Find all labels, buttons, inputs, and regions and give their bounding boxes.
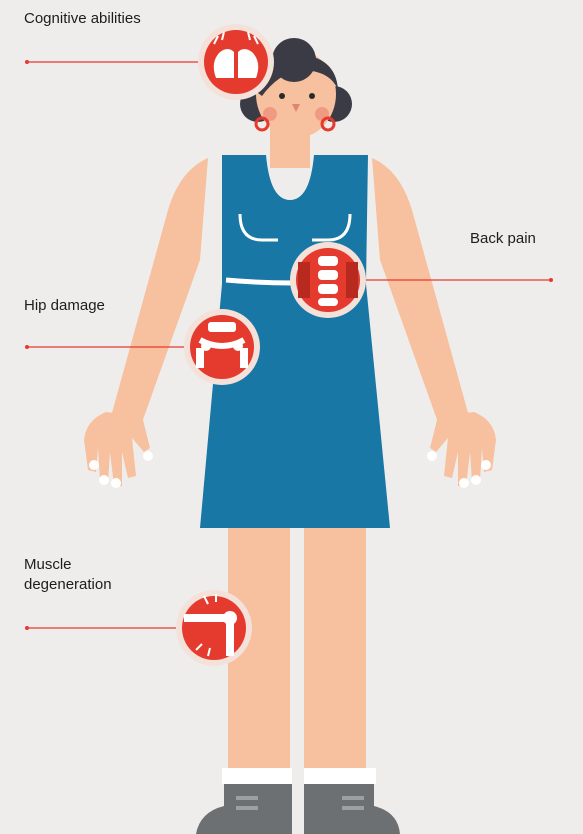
knee-joint-icon	[176, 590, 252, 666]
brain-icon	[198, 24, 274, 100]
legs	[228, 520, 366, 775]
shoes	[196, 768, 400, 834]
left-hand	[84, 412, 153, 488]
right-hand	[427, 412, 496, 488]
spine-icon	[290, 242, 366, 318]
pelvis-icon	[184, 309, 260, 385]
